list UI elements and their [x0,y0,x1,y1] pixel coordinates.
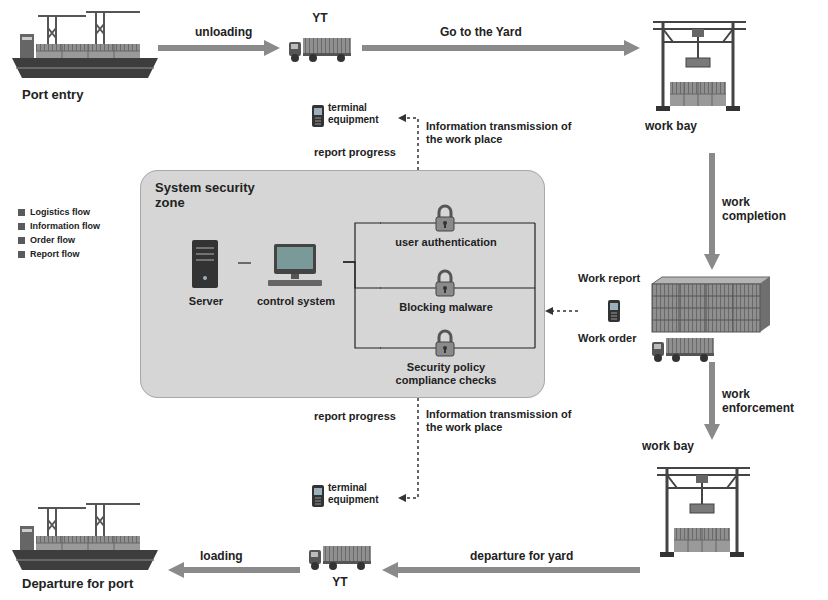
legend-text: Information flow [30,221,100,231]
edge-label: Go to the Yard [440,26,570,40]
ship-figure [12,12,158,78]
container-stack [652,277,770,332]
information-arrow [553,310,578,312]
gantry-crane [653,22,746,111]
node-text: YT [300,576,380,590]
lock-node: Security policy compliance checks [381,331,513,393]
edge-label: departure for yard [470,550,610,564]
link-line [343,262,381,348]
truck-node: YT [280,12,362,72]
lock-icon [436,206,454,231]
server-node: Server [176,239,238,319]
edge-label: work completion [722,196,802,224]
legend-row: Information flow [18,219,100,233]
node-text: Blocking malware [381,301,511,314]
truck-figure [652,338,714,362]
node-text: work bay [642,440,704,454]
legend-text: Report flow [30,249,80,259]
node-text: Security policy compliance checks [381,361,511,386]
ship-figure [12,504,158,570]
link-line [343,262,381,288]
terminal-node: terminal equipment [312,100,398,136]
node-text: Work order [578,332,650,345]
ship-node: Port entry [8,8,158,108]
node-text: control system [251,295,341,308]
ship-node: Departure for port [8,504,168,596]
legend-text: Logistics flow [30,207,90,217]
node-text: System security zone [155,181,255,211]
handheld-terminal [312,485,324,507]
edge-label: work enforcement [722,388,822,416]
legend-swatch [18,237,25,244]
yard-node: Work reportWork order [578,270,768,362]
node-text: YT [280,12,360,26]
logistics-arrow [362,45,624,51]
node-text: terminal equipment [328,102,396,125]
security-zone: System security zoneServer control system… [140,170,545,398]
edge-label: Information transmission of the work pla… [426,120,576,145]
logistics-arrow [709,362,715,424]
gantry-crane [657,468,750,557]
information-arrow [406,118,418,170]
logistics-arrow [184,567,300,573]
lock-node: Blocking malware [381,271,513,319]
logistics-arrow [709,153,715,254]
logistics-arrow [398,567,640,573]
node-text: user authentication [381,236,511,249]
legend-text: Order flow [30,235,75,245]
lock-icon [436,271,454,296]
link-line [238,262,251,263]
truck-figure [289,38,351,62]
legend-swatch [18,209,25,216]
node-text: terminal equipment [328,482,396,505]
monitor-icon [268,244,322,286]
crane-node: work bay [640,8,755,153]
legend-swatch [18,251,25,258]
node-text: Port entry [22,88,152,103]
truck-node: YT [300,540,382,596]
edge-label: loading [200,550,280,564]
lock-node: user authentication [381,206,513,254]
node-text: Departure for port [22,577,162,592]
handheld-terminal [312,105,324,127]
legend-row: Order flow [18,233,100,247]
node-text: Work report [578,272,650,285]
legend-swatch [18,223,25,230]
crane-node: work bay [640,440,760,580]
flow-note: report progress [314,410,414,423]
legend-row: Logistics flow [18,205,100,219]
handheld-terminal [608,300,620,322]
edge-label: unloading [195,26,285,40]
zone-ground [140,170,545,398]
legend-row: Report flow [18,247,100,261]
logistics-arrow [158,45,264,51]
control-node: control system [251,239,343,319]
node-text: Server [176,295,236,308]
link-line [343,223,381,262]
legend: Logistics flowInformation flowOrder flow… [18,205,100,261]
node-text: work bay [645,120,705,134]
truck-figure [309,546,371,570]
lock-icon [436,331,454,356]
server-icon [192,240,218,288]
information-arrow [406,398,418,498]
edge-label: Information transmission of the work pla… [426,408,576,433]
flow-note: report progress [314,146,414,159]
policy-wires [380,223,535,348]
terminal-node: terminal equipment [312,480,398,516]
